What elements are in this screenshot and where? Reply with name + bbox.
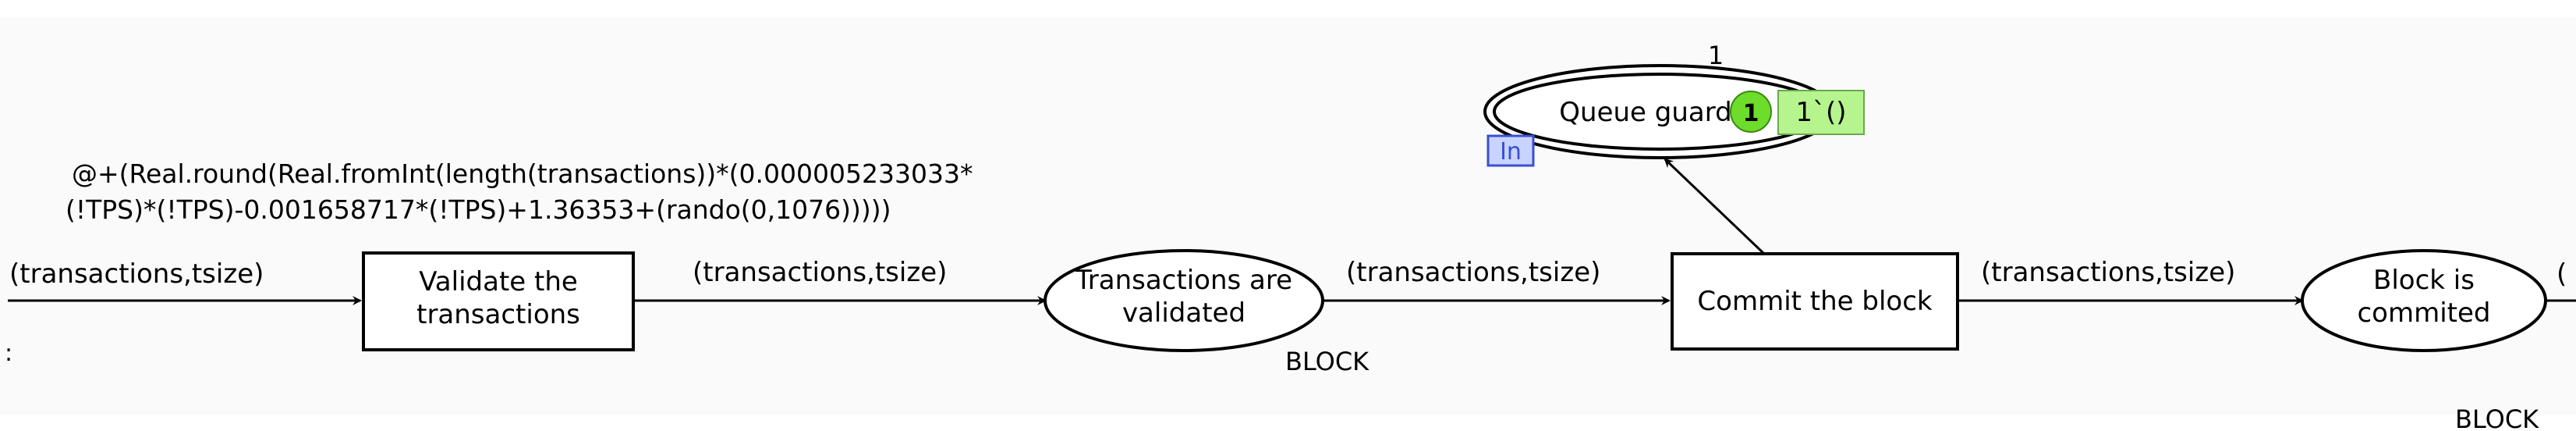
place-block-committed[interactable]: Block is commited BLOCK xyxy=(2301,249,2547,431)
place-validated-label-line1: Transactions are xyxy=(1075,265,1292,296)
place-validated-label-line2: validated xyxy=(1122,297,1245,329)
transition-validate-label-line1: Validate the xyxy=(419,266,578,297)
place-queue-guard[interactable]: Queue guard 1 In 1 1`() xyxy=(1483,41,1865,167)
port-in-label: In xyxy=(1500,138,1522,166)
arc-commit-to-queue-guard[interactable] xyxy=(1664,158,1766,255)
place-committed-label-line1: Block is xyxy=(2373,265,2475,296)
transition-commit[interactable]: Commit the block xyxy=(1671,252,1959,351)
place-committed-ellipse[interactable] xyxy=(2301,249,2547,352)
transition-commit-box[interactable] xyxy=(1671,252,1959,351)
delay-inscription-line2: (!TPS)*(!TPS)-0.001658717*(!TPS)+1.36353… xyxy=(66,194,891,225)
transition-validate[interactable]: Validate the transactions xyxy=(362,251,635,351)
place-validated-colorset: BLOCK xyxy=(1285,347,1369,376)
port-in-tag xyxy=(1486,134,1535,167)
arc-label-commit-in: (transactions,tsize) xyxy=(1346,257,1600,288)
arc-label-validate-out: (transactions,tsize) xyxy=(693,257,947,288)
token-count-badge xyxy=(1730,91,1772,133)
queue-guard-label: Queue guard xyxy=(1559,97,1731,128)
delay-inscription-line1: @+(Real.round(Real.fromInt(length(transa… xyxy=(72,159,973,189)
transition-validate-box[interactable] xyxy=(362,251,635,351)
place-transactions-validated[interactable]: Transactions are validated BLOCK xyxy=(1044,249,1369,376)
transition-validate-label-line2: transactions xyxy=(416,299,580,330)
arc-label-right-cut: ( xyxy=(2557,258,2567,290)
queue-guard-initial-marking: 1 xyxy=(1708,41,1724,70)
marking-box xyxy=(1777,90,1865,135)
place-committed-label-line2: commited xyxy=(2357,297,2490,329)
arc-label-in-left: (transactions,tsize) xyxy=(9,258,264,290)
marking-label: 1`() xyxy=(1795,97,1846,128)
arc-label-commit-out: (transactions,tsize) xyxy=(1981,257,2235,288)
place-validated-ellipse[interactable] xyxy=(1044,249,1324,352)
token-count-label: 1 xyxy=(1743,100,1759,127)
arc-label-left-cut: : xyxy=(5,340,12,367)
place-committed-colorset: BLOCK xyxy=(2455,404,2539,431)
transition-commit-label: Commit the block xyxy=(1697,286,1932,317)
